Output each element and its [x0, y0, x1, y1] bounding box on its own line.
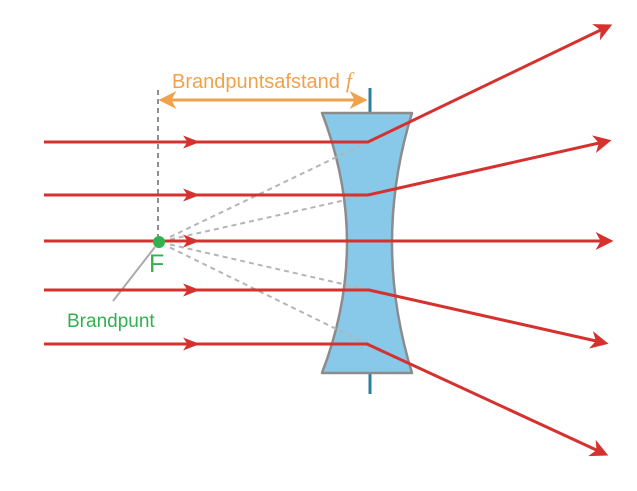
focal-point-dot: [153, 236, 165, 248]
ray-direction-arrow: [183, 337, 200, 351]
light-ray: [44, 342, 609, 457]
guides-group: [112, 90, 368, 302]
focal-point-group: [153, 236, 165, 248]
virtual-ray-extension: [169, 194, 369, 241]
light-ray: [44, 135, 612, 197]
ray-direction-arrow: [183, 135, 200, 149]
focal-point-letter: F: [149, 250, 164, 278]
ray-direction-arrow: [183, 234, 200, 248]
focal-distance-label: Brandpuntsafstand f: [172, 68, 355, 93]
focal-point-label: Brandpunt: [67, 311, 155, 332]
label-pointer-line: [112, 246, 156, 302]
light-rays-group: [44, 24, 614, 457]
virtual-ray-extension: [169, 141, 369, 238]
labels-group: Brandpuntsafstand f F Brandpunt: [67, 68, 355, 332]
concave-lens: [320, 111, 414, 375]
ray-direction-arrow: [183, 283, 200, 297]
focal-length-symbol: f: [346, 68, 355, 93]
lens-group: [320, 88, 414, 394]
light-ray: [44, 24, 613, 144]
virtual-ray-extension: [169, 246, 368, 345]
virtual-ray-extensions-group: [169, 141, 370, 345]
virtual-ray-extension: [169, 243, 370, 291]
ray-direction-arrow: [183, 188, 200, 202]
light-ray: [44, 288, 609, 349]
focal-distance-text: Brandpuntsafstand: [172, 71, 340, 93]
